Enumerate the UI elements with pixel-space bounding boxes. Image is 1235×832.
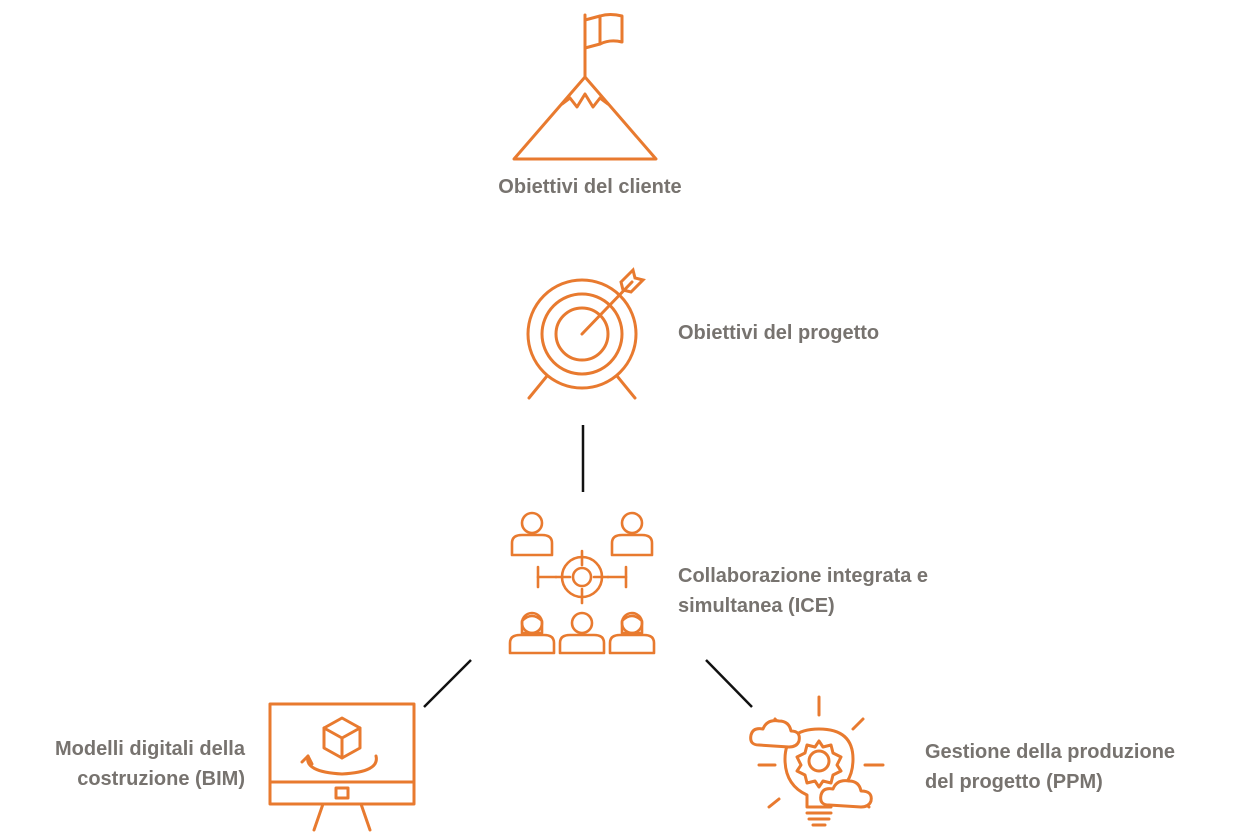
label-ice-line1: Collaborazione integrata e	[678, 565, 929, 587]
label-ice: Collaborazione integrata e simultanea (I…	[678, 561, 928, 621]
connector-ice-to-ppm	[705, 659, 753, 708]
label-bim: Modelli digitali della costruzione (BIM)	[0, 734, 245, 794]
person-icon	[510, 511, 554, 557]
label-ppm-line1: Gestione della produzione	[925, 741, 1176, 763]
person-icon	[508, 611, 556, 655]
label-ice-line2: simultanea (ICE)	[678, 595, 835, 617]
team-target-icon	[504, 507, 660, 657]
person-icon	[608, 611, 656, 655]
crosshair-icon	[536, 549, 628, 605]
label-project-goals: Obiettivi del progetto	[678, 322, 880, 344]
mountain-flag-icon	[510, 10, 660, 162]
monitor-cube-icon	[268, 702, 416, 832]
person-icon	[558, 611, 606, 655]
target-arrow-icon	[517, 267, 647, 414]
label-bim-line2: costruzione (BIM)	[77, 768, 245, 790]
label-ppm-line2: del progetto (PPM)	[925, 771, 1103, 793]
lightbulb-gear-cloud-icon	[745, 695, 895, 832]
label-client-goals: Obiettivi del cliente	[498, 176, 682, 198]
label-ppm: Gestione della produzione del progetto (…	[925, 737, 1175, 797]
label-bim-line1: Modelli digitali della	[54, 738, 245, 760]
connector-ice-to-bim	[423, 659, 472, 708]
person-icon	[610, 511, 654, 557]
